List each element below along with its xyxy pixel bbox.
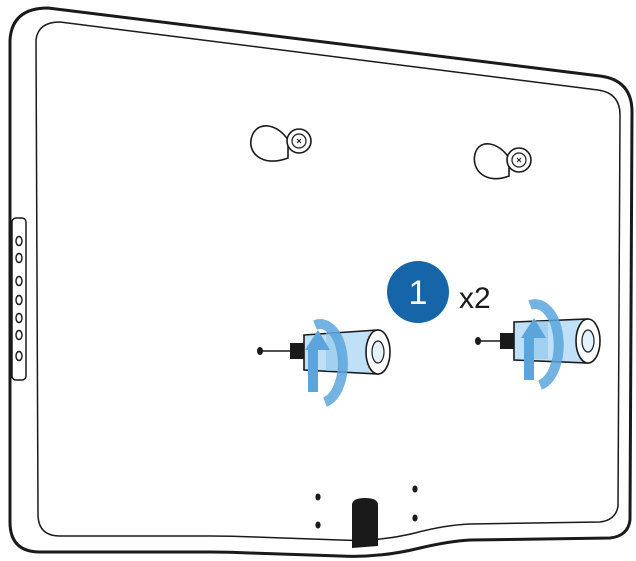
step-count: x2 [459,282,491,315]
step-badge: 1 x2 [387,261,491,323]
screw-hole [315,521,321,529]
screw-hole [412,514,418,522]
rotate-arrow-icon [521,299,564,390]
bottom-screw-holes [315,485,418,529]
side-button [15,252,23,264]
screw-hole [315,493,321,501]
step-number: 1 [409,274,428,312]
side-button [15,312,23,324]
side-button [15,350,23,362]
side-button [15,294,23,306]
side-button [15,235,23,247]
screw-icon [257,343,304,359]
keyhole-slot-icon [250,125,312,162]
side-buttons [11,217,27,381]
screw-icon [475,333,514,349]
spacer-assembly-right [475,299,601,390]
screw-hole [412,485,418,493]
rotate-arrow-icon [305,319,348,407]
spacer-assembly-left [257,319,391,407]
side-button [15,329,23,341]
side-button [15,275,23,287]
stand-connector [352,498,378,548]
side-button-strip [11,217,27,381]
keyhole-slot-icon [473,143,532,180]
tv-back-panel [8,6,634,558]
